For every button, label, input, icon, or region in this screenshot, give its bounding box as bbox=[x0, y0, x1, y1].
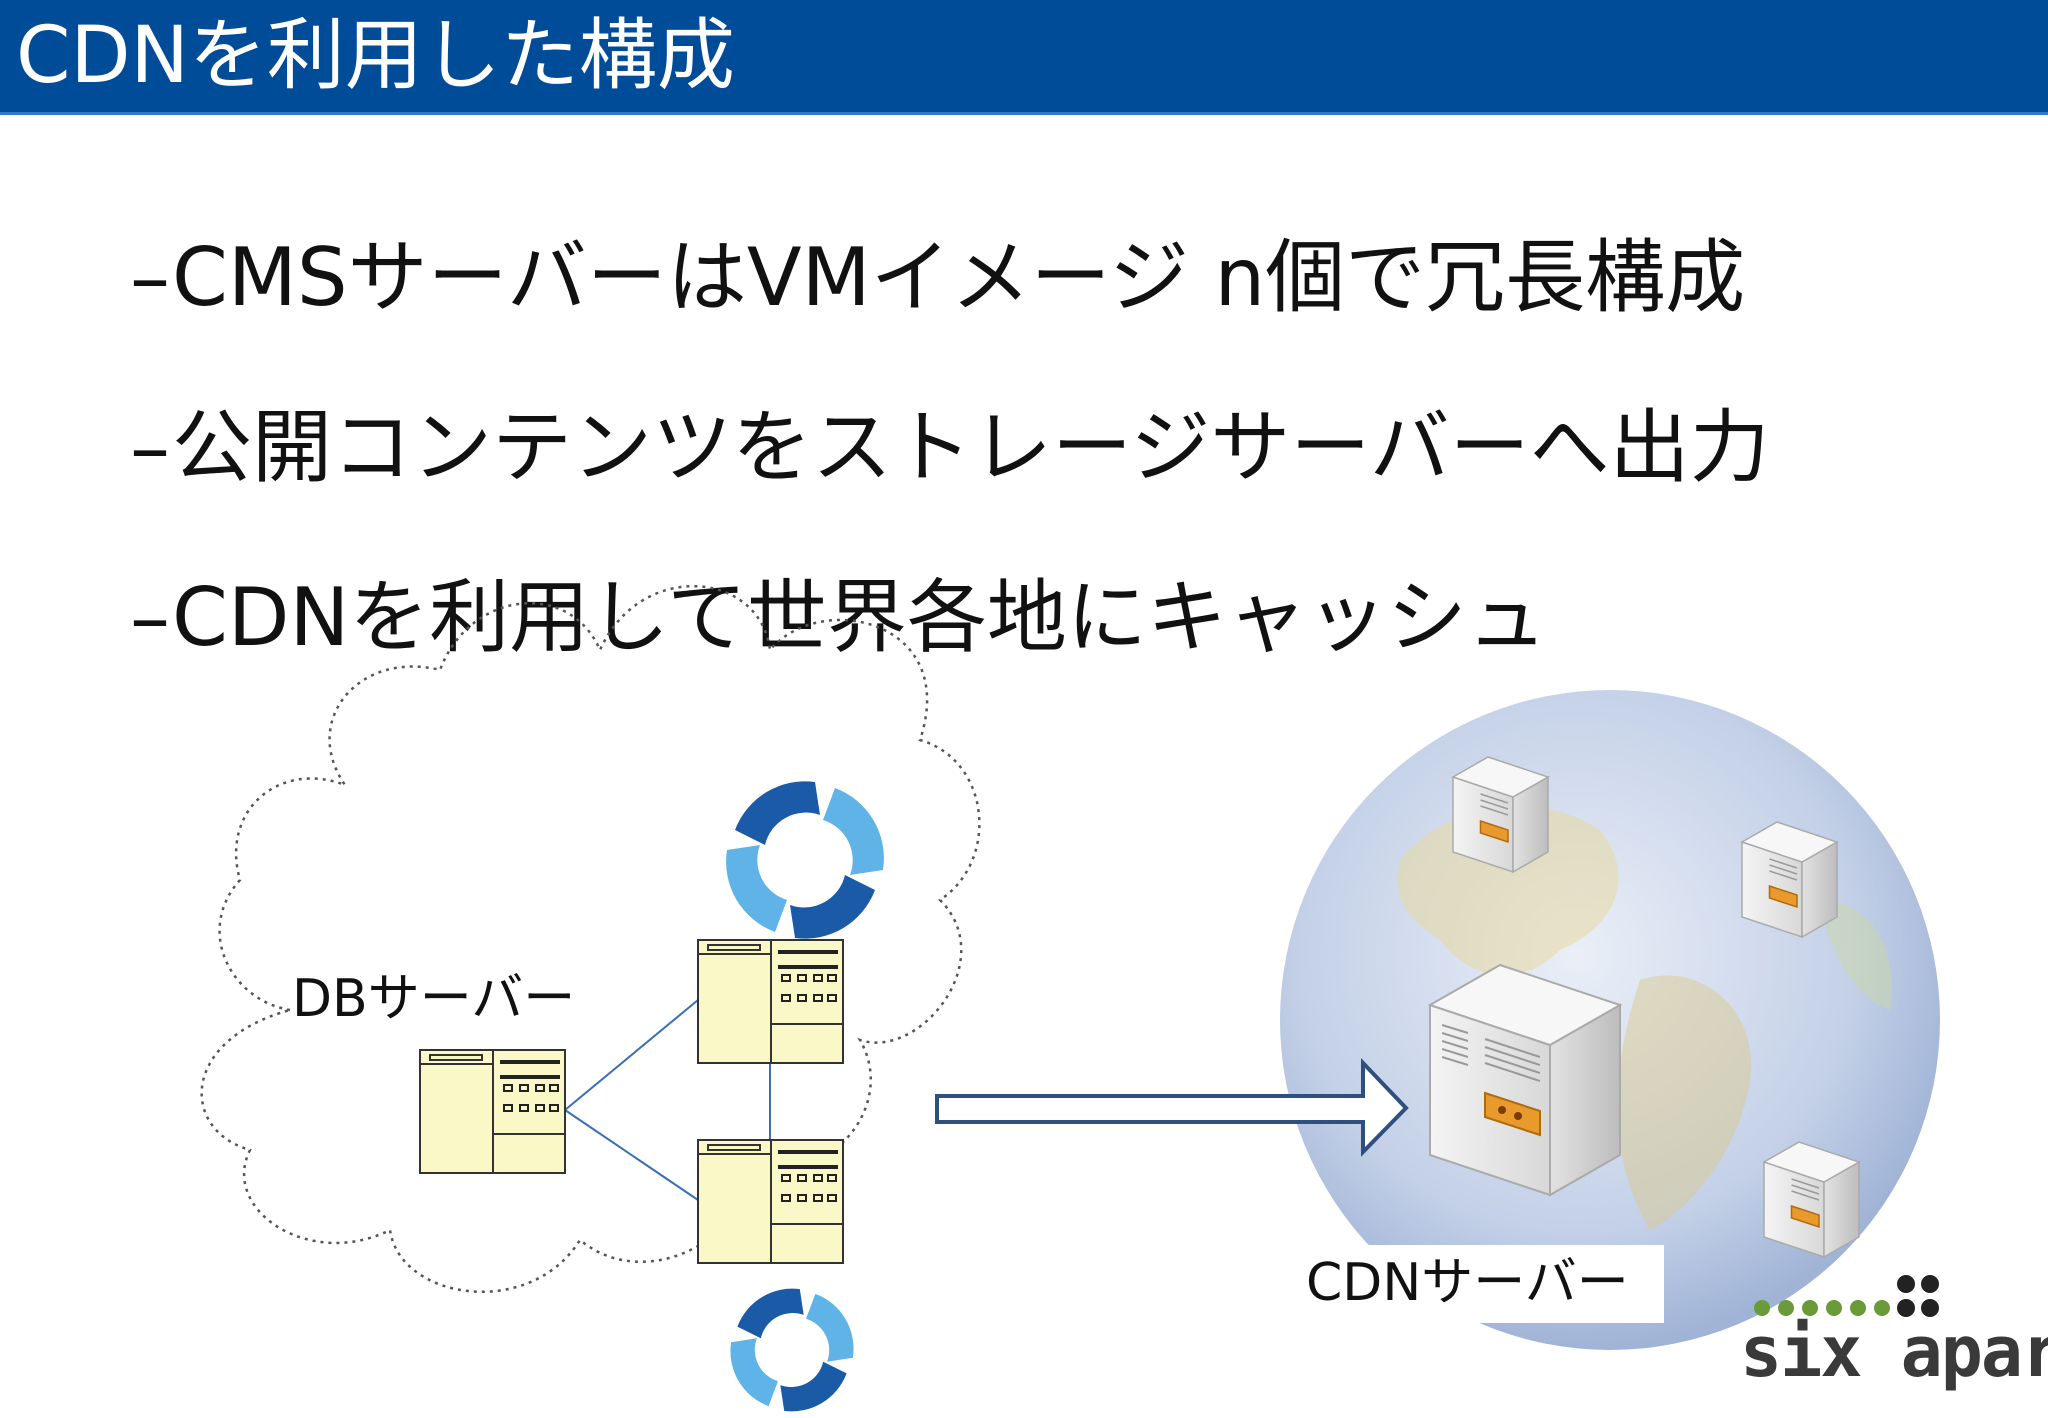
edge-server-icon bbox=[1451, 756, 1550, 874]
bullet-dash: – bbox=[130, 231, 170, 324]
bullet-dash: – bbox=[130, 401, 170, 494]
app-server-icon bbox=[697, 1139, 844, 1264]
cdn-label-box bbox=[1288, 1245, 1664, 1323]
bullet-text: CMSサーバーはVMイメージ n個で冗長構成 bbox=[172, 231, 1746, 324]
edge-server-icon bbox=[1740, 821, 1839, 939]
bullet-text: 公開コンテンツをストレージサーバーへ出力 bbox=[172, 401, 1770, 494]
bullet-storage: –公開コンテンツをストレージサーバーへ出力 bbox=[130, 400, 1770, 496]
bullet-cms: –CMSサーバーはVMイメージ n個で冗長構成 bbox=[130, 230, 1745, 326]
app-server-icon bbox=[697, 939, 844, 1064]
logo-dots-icon bbox=[1754, 1275, 1939, 1317]
six-apart-logo: six apart bbox=[1740, 1270, 2048, 1400]
cycle-icon-bottom bbox=[730, 1288, 854, 1412]
title-bar: CDNを利用した構成 bbox=[0, 0, 2048, 115]
bullet-cdn: –CDNを利用して世界各地にキャッシュ bbox=[130, 570, 1547, 666]
arrow-right-icon bbox=[935, 1058, 1409, 1157]
cdn-server-label: CDNサーバー bbox=[1306, 1253, 1629, 1313]
cloud-shape bbox=[200, 585, 981, 1294]
logo-text: six apart bbox=[1740, 1311, 2048, 1393]
db-server-icon bbox=[419, 1049, 566, 1174]
db-server-label: DBサーバー bbox=[292, 969, 576, 1029]
edge-server-icon bbox=[1762, 1141, 1861, 1259]
bullet-dash: – bbox=[130, 571, 170, 664]
server-links bbox=[564, 999, 771, 1201]
cdn-server-icon bbox=[1427, 963, 1623, 1197]
cycle-icon-top bbox=[726, 781, 884, 939]
bullet-text: CDNを利用して世界各地にキャッシュ bbox=[172, 571, 1547, 664]
slide-title: CDNを利用した構成 bbox=[16, 11, 735, 101]
